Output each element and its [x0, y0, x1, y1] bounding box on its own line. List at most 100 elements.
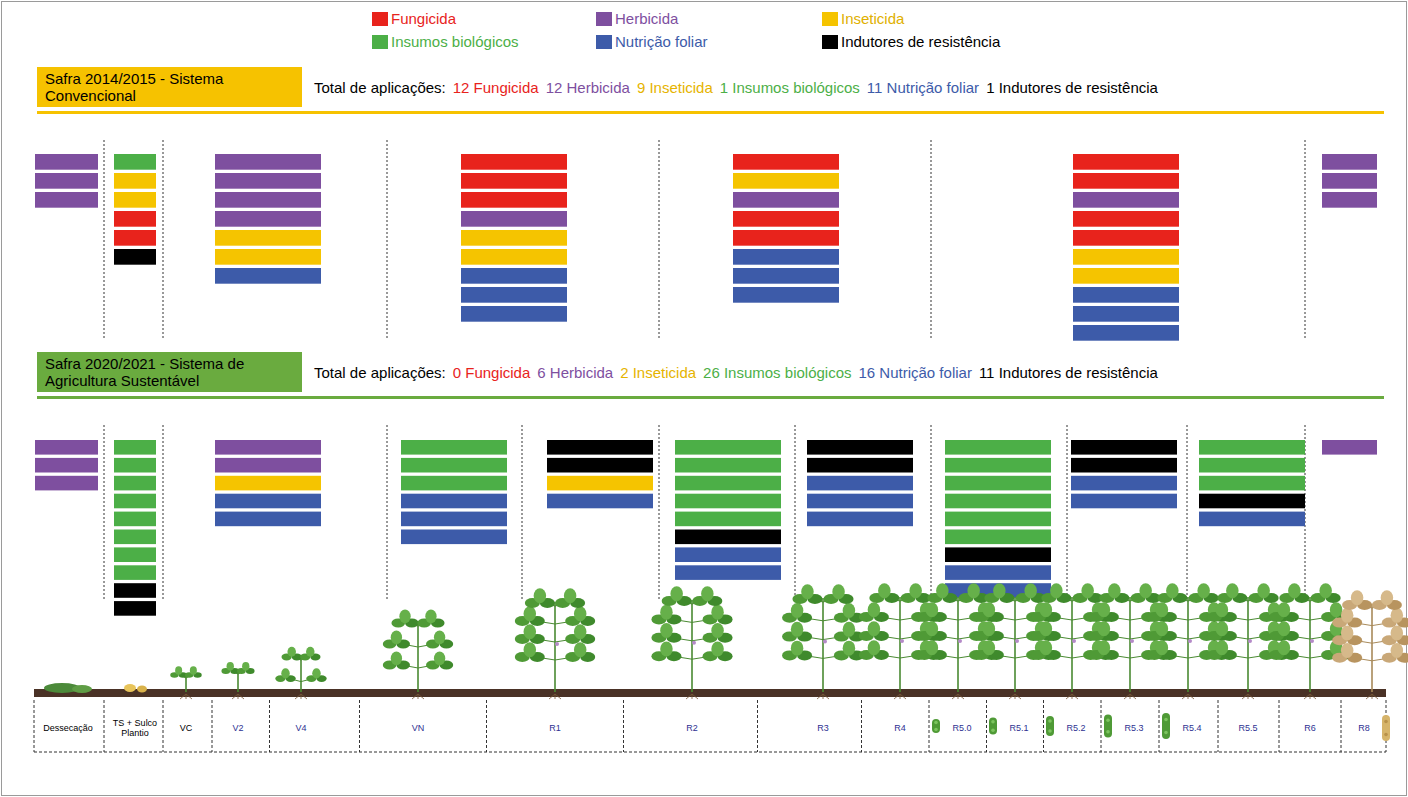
root — [1248, 694, 1254, 699]
leaf — [524, 624, 537, 639]
stem — [1071, 597, 1073, 692]
stage-divider — [1067, 425, 1068, 600]
leaf — [425, 610, 436, 624]
legend-text: Herbicida — [615, 10, 678, 28]
leaf — [1040, 602, 1053, 617]
soy-plant — [221, 662, 254, 699]
root — [1304, 694, 1310, 699]
total-count: 11 Indutores de resistência — [979, 364, 1158, 381]
leaf — [1050, 583, 1063, 598]
soy-plant — [1269, 583, 1351, 699]
stage-row-divider — [359, 700, 360, 752]
pod-seed — [1384, 720, 1388, 724]
leaf — [281, 668, 290, 678]
stem — [822, 598, 824, 692]
application-bar — [675, 458, 781, 473]
stem — [1371, 604, 1373, 692]
total-count: 9 Inseticida — [637, 79, 713, 96]
pod-seed — [991, 720, 995, 724]
application-bar — [215, 512, 321, 527]
root — [295, 694, 301, 699]
application-bar — [35, 440, 98, 455]
application-bar — [675, 476, 781, 491]
totals-caption: Total de aplicações: — [314, 364, 446, 381]
application-bar — [35, 173, 98, 189]
soy-plant — [1332, 590, 1408, 699]
stage-divider — [522, 425, 523, 600]
leaf — [1341, 625, 1354, 640]
application-bar — [1071, 476, 1177, 491]
total-count: 1 Insumos biológicos — [720, 79, 860, 96]
application-bar — [215, 154, 321, 170]
soy-plant — [170, 666, 201, 699]
stage-divider — [931, 425, 932, 600]
application-bar — [1322, 440, 1377, 455]
leaf — [983, 621, 996, 636]
application-bar — [733, 192, 839, 208]
application-bar — [733, 287, 839, 303]
leaf — [791, 622, 804, 637]
application-bar — [1073, 306, 1179, 322]
application-bar — [461, 211, 567, 227]
header-text: Safra 2020/2021 - Sistema de Agricultura… — [45, 355, 294, 389]
soy-plant — [917, 583, 999, 699]
leaf — [843, 641, 856, 656]
application-bar — [35, 154, 98, 170]
stage-label: TS + Sulco Plantio — [111, 718, 159, 738]
root — [952, 694, 958, 699]
application-bar — [675, 494, 781, 509]
application-bar — [945, 530, 1051, 545]
pod-seed — [1384, 733, 1388, 737]
stage-label: V4 — [274, 723, 328, 733]
application-bar — [114, 601, 156, 616]
application-bar — [547, 494, 653, 509]
root — [418, 694, 424, 699]
stage-row-border — [34, 752, 1386, 753]
leaf — [190, 666, 197, 674]
stem — [554, 602, 556, 692]
application-bar — [215, 230, 321, 246]
stage-row-divider — [929, 700, 930, 752]
leaf — [660, 641, 673, 656]
stem — [1014, 597, 1016, 692]
stage-row-divider — [1279, 700, 1280, 752]
soy-plant — [1207, 583, 1289, 699]
pod-seed — [1106, 718, 1110, 722]
application-bar — [1199, 440, 1305, 455]
leaf — [868, 621, 881, 636]
pod-seed — [1164, 718, 1168, 722]
leaf — [1341, 643, 1354, 658]
stage-row-divider — [34, 700, 35, 752]
stage-row-divider — [1043, 700, 1044, 752]
application-bar — [1071, 440, 1177, 455]
stage-row-divider — [986, 700, 987, 752]
root — [1182, 694, 1188, 699]
stage-row-divider — [212, 700, 213, 752]
leaf — [791, 603, 804, 618]
application-bar — [114, 494, 156, 509]
application-bar — [114, 583, 156, 598]
leaf — [391, 631, 402, 645]
leaf — [1166, 583, 1179, 598]
stage-divider — [659, 140, 660, 338]
leaf — [1156, 602, 1169, 617]
seed — [124, 684, 136, 692]
application-bar — [1199, 458, 1305, 473]
pod-seed — [991, 728, 995, 732]
pod-seed — [1106, 730, 1110, 734]
leaf — [1216, 640, 1229, 655]
leaf — [1381, 590, 1394, 605]
total-count: 11 Nutrição foliar — [867, 79, 979, 96]
application-bar — [733, 154, 839, 170]
total-count: 12 Herbicida — [546, 79, 630, 96]
leaf — [1040, 640, 1053, 655]
root — [900, 694, 906, 699]
stage-label: R5.5 — [1221, 723, 1275, 733]
totals-row: Total de aplicações:12 Fungicida12 Herbi… — [314, 79, 1158, 96]
application-bar — [1199, 476, 1305, 491]
application-bar — [945, 494, 1051, 509]
header-rule — [37, 396, 1384, 399]
leaf — [1288, 583, 1301, 598]
root — [1366, 694, 1372, 699]
